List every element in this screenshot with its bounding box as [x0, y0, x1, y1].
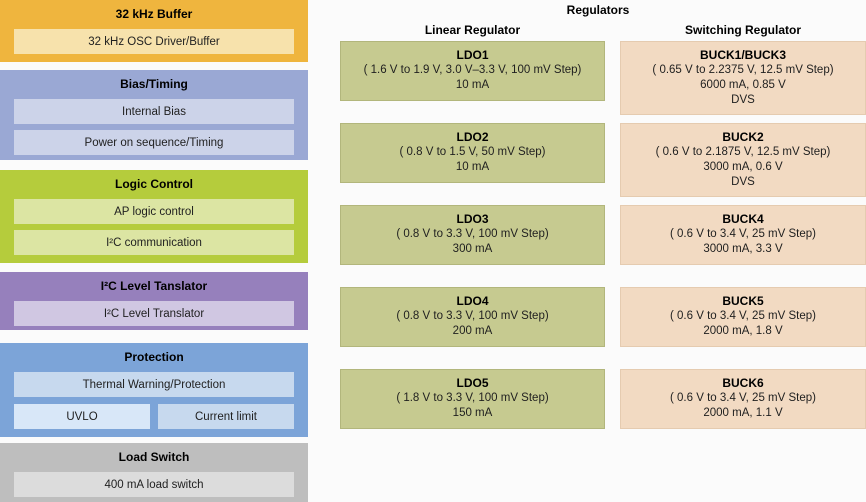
- block-32khz-buffer: 32 kHz Buffer 32 kHz OSC Driver/Buffer: [0, 0, 308, 62]
- block-protection: Protection Thermal Warning/Protection UV…: [0, 343, 308, 437]
- protection-row: UVLO Current limit: [14, 404, 294, 429]
- block-item-uvlo: UVLO: [14, 404, 150, 429]
- card-ldo2: LDO2 ( 0.8 V to 1.5 V, 50 mV Step) 10 mA: [340, 123, 605, 183]
- block-item-i2c-level-translator: I²C Level Translator: [14, 301, 294, 326]
- block-title: 32 kHz Buffer: [115, 7, 193, 21]
- block-title: Logic Control: [115, 177, 193, 191]
- block-title: Bias/Timing: [120, 77, 188, 91]
- block-item-osc-driver-buffer: 32 kHz OSC Driver/Buffer: [14, 29, 294, 54]
- card-name: BUCK5: [722, 294, 764, 308]
- block-item-thermal-warning: Thermal Warning/Protection: [14, 372, 294, 397]
- card-range: ( 0.8 V to 3.3 V, 100 mV Step): [396, 228, 549, 240]
- card-current: 10 mA: [455, 161, 490, 173]
- card-dvs: DVS: [731, 176, 755, 188]
- card-buck4: BUCK4 ( 0.6 V to 3.4 V, 25 mV Step) 3000…: [620, 205, 866, 265]
- block-bias-timing: Bias/Timing Internal Bias Power on seque…: [0, 70, 308, 160]
- regulators-panel: Regulators Linear Regulator Switching Re…: [330, 0, 866, 451]
- card-ldo5: LDO5 ( 1.8 V to 3.3 V, 100 mV Step) 150 …: [340, 369, 605, 429]
- block-title: Protection: [124, 350, 184, 364]
- card-buck1-buck3: BUCK1/BUCK3 ( 0.65 V to 2.2375 V, 12.5 m…: [620, 41, 866, 115]
- block-item-ap-logic-control: AP logic control: [14, 199, 294, 224]
- card-current: 6000 mA, 0.85 V: [700, 79, 786, 91]
- block-logic-control: Logic Control AP logic control I²C commu…: [0, 170, 308, 263]
- card-name: BUCK4: [722, 212, 764, 226]
- card-name: LDO5: [456, 376, 489, 390]
- card-name: BUCK1/BUCK3: [699, 48, 786, 62]
- block-load-switch: Load Switch 400 mA load switch: [0, 443, 308, 502]
- block-item-400ma-load-switch: 400 mA load switch: [14, 472, 294, 497]
- card-ldo3: LDO3 ( 0.8 V to 3.3 V, 100 mV Step) 300 …: [340, 205, 605, 265]
- card-range: ( 0.65 V to 2.2375 V, 12.5 mV Step): [652, 64, 834, 76]
- block-item-current-limit: Current limit: [158, 404, 294, 429]
- card-name: LDO2: [456, 130, 489, 144]
- card-current: 2000 mA, 1.8 V: [703, 325, 783, 337]
- card-range: ( 0.6 V to 2.1875 V, 12.5 mV Step): [655, 146, 831, 158]
- block-item-i2c-communication: I²C communication: [14, 230, 294, 255]
- card-range: ( 0.8 V to 3.3 V, 100 mV Step): [396, 310, 549, 322]
- card-range: ( 0.6 V to 3.4 V, 25 mV Step): [670, 392, 816, 404]
- card-current: 200 mA: [452, 325, 493, 337]
- card-name: BUCK2: [722, 130, 764, 144]
- card-range: ( 0.6 V to 3.4 V, 25 mV Step): [670, 228, 816, 240]
- column-header-linear-regulator: Linear Regulator: [424, 23, 521, 37]
- block-item-internal-bias: Internal Bias: [14, 99, 294, 124]
- block-title: I²C Level Tanslator: [100, 279, 208, 293]
- card-current: 150 mA: [452, 407, 493, 419]
- card-name: LDO3: [456, 212, 489, 226]
- card-ldo1: LDO1 ( 1.6 V to 1.9 V, 3.0 V–3.3 V, 100 …: [340, 41, 605, 101]
- column-header-switching-regulator: Switching Regulator: [684, 23, 801, 37]
- card-range: ( 1.6 V to 1.9 V, 3.0 V–3.3 V, 100 mV St…: [363, 64, 582, 76]
- card-current: 2000 mA, 1.1 V: [703, 407, 783, 419]
- card-dvs: DVS: [731, 94, 755, 106]
- card-name: LDO4: [456, 294, 489, 308]
- block-title: Load Switch: [118, 450, 190, 464]
- regulators-grid: Linear Regulator Switching Regulator LDO…: [340, 23, 866, 451]
- function-blocks-panel: 32 kHz Buffer 32 kHz OSC Driver/Buffer B…: [0, 0, 308, 502]
- card-name: BUCK6: [722, 376, 764, 390]
- regulators-title: Regulators: [566, 3, 630, 17]
- card-buck6: BUCK6 ( 0.6 V to 3.4 V, 25 mV Step) 2000…: [620, 369, 866, 429]
- card-current: 10 mA: [455, 79, 490, 91]
- card-current: 300 mA: [452, 243, 493, 255]
- card-range: ( 0.8 V to 1.5 V, 50 mV Step): [399, 146, 546, 158]
- card-range: ( 1.8 V to 3.3 V, 100 mV Step): [396, 392, 549, 404]
- card-buck5: BUCK5 ( 0.6 V to 3.4 V, 25 mV Step) 2000…: [620, 287, 866, 347]
- card-range: ( 0.6 V to 3.4 V, 25 mV Step): [670, 310, 816, 322]
- block-i2c-level-translator: I²C Level Tanslator I²C Level Translator: [0, 272, 308, 330]
- card-ldo4: LDO4 ( 0.8 V to 3.3 V, 100 mV Step) 200 …: [340, 287, 605, 347]
- card-buck2: BUCK2 ( 0.6 V to 2.1875 V, 12.5 mV Step)…: [620, 123, 866, 197]
- card-current: 3000 mA, 0.6 V: [703, 161, 783, 173]
- block-item-power-on-sequence: Power on sequence/Timing: [14, 130, 294, 155]
- card-current: 3000 mA, 3.3 V: [703, 243, 783, 255]
- card-name: LDO1: [456, 48, 489, 62]
